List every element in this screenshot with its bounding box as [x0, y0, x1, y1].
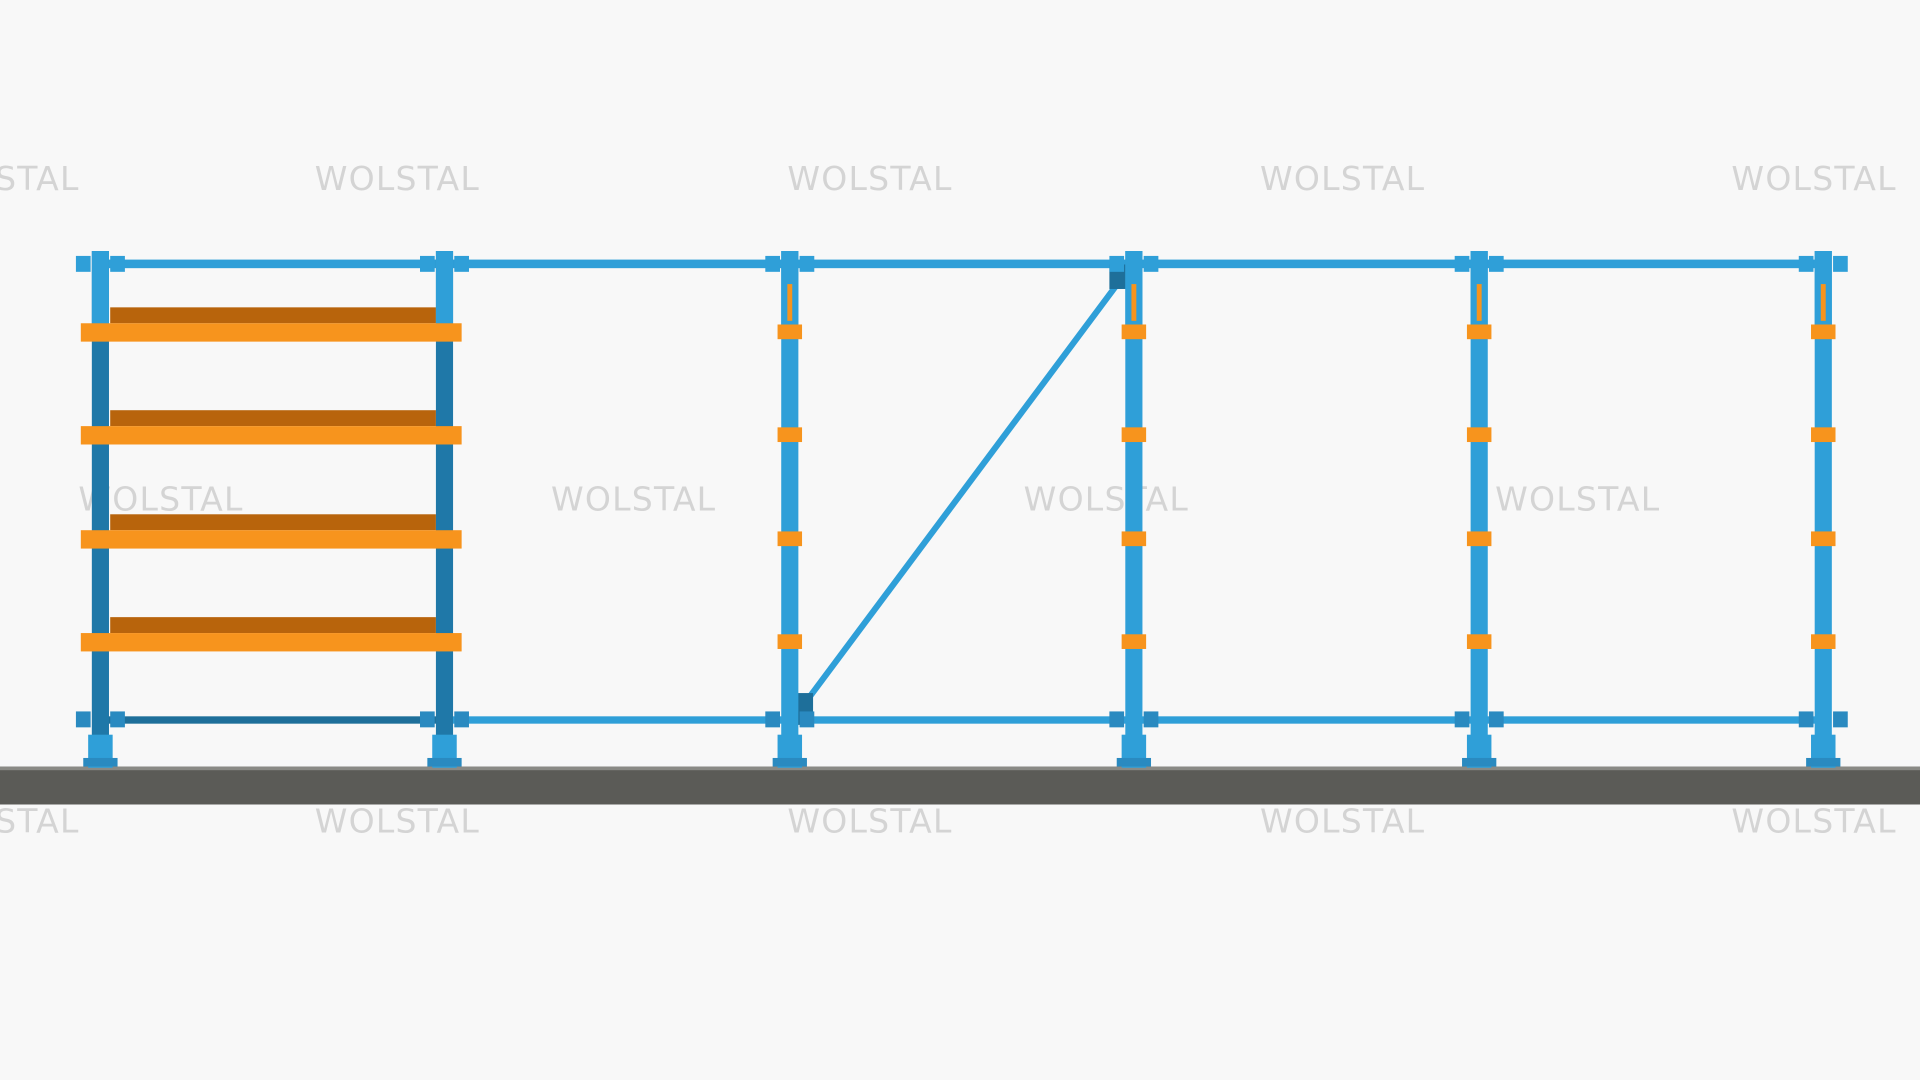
arm-bracket — [1466, 531, 1492, 547]
arm-pin — [1820, 284, 1826, 321]
arm-bracket — [1121, 634, 1147, 649]
watermark-text: WOLSTAL — [0, 802, 80, 841]
bottom-beam-left — [100, 716, 445, 724]
beam-connector — [765, 255, 780, 272]
beam-connector — [1109, 255, 1125, 272]
beam-connector — [1143, 255, 1159, 272]
upright-column — [1125, 251, 1143, 741]
upright-column — [781, 251, 799, 741]
beam-connector — [799, 711, 815, 728]
upright-top — [91, 251, 109, 325]
base-plate — [1462, 757, 1497, 767]
cantilever-arm — [80, 426, 462, 445]
beam-connector — [1833, 255, 1848, 272]
beam-connector — [1488, 711, 1504, 728]
arm-back-lip — [110, 307, 436, 324]
watermark-text: WOLSTAL — [1495, 480, 1660, 519]
arm-pin — [1131, 284, 1137, 321]
arm-back-lip — [110, 514, 436, 531]
beam-connector — [454, 255, 469, 272]
floor-top-edge — [0, 766, 1920, 771]
diagonal-brace — [804, 279, 1122, 703]
beam-connector — [75, 711, 91, 728]
watermark-text: WOLSTAL — [315, 159, 480, 198]
arm-bracket — [1811, 531, 1836, 547]
arm-bracket — [1811, 634, 1836, 649]
beam-connector — [1454, 711, 1470, 728]
beam-connector — [110, 711, 125, 728]
watermark-text: WOLSTAL — [1260, 159, 1425, 198]
top-beam — [100, 259, 1824, 269]
rack — [75, 251, 1848, 768]
arm-pin — [1476, 284, 1482, 321]
upright-column — [435, 251, 454, 741]
watermark-text: WOLSTAL — [1731, 159, 1896, 198]
beam-connector — [420, 711, 435, 728]
arm-bracket — [1121, 531, 1147, 547]
cantilever-arm — [80, 323, 462, 342]
arm-back-lip — [110, 410, 436, 427]
beam-connector — [75, 255, 91, 272]
arm-bracket — [777, 427, 803, 443]
arm-bracket — [1466, 427, 1492, 443]
beam-connector — [1143, 711, 1159, 728]
beam-connector — [1833, 711, 1848, 728]
base-plate — [772, 757, 807, 767]
base-plate — [1806, 757, 1841, 767]
watermarks: WOLSTAL WOLSTAL WOLSTAL WOLSTAL WOLSTAL WOLST… — [0, 159, 1896, 841]
beam-connector — [1488, 255, 1504, 272]
base-plate — [1116, 757, 1152, 767]
arm-bracket — [1811, 427, 1836, 443]
cantilever-arm — [80, 633, 462, 652]
beam-connector — [1109, 711, 1125, 728]
beam-connector — [799, 255, 815, 272]
upright-column — [1814, 251, 1832, 741]
upright-top — [435, 251, 454, 325]
arm-bracket — [1121, 427, 1147, 443]
beam-connector — [765, 711, 780, 728]
watermark-text: WOLSTAL — [787, 802, 952, 841]
beam-connector — [110, 255, 125, 272]
beam-connector — [1454, 255, 1470, 272]
watermark-text: WOLSTAL — [0, 159, 80, 198]
watermark-text: WOLSTAL — [1024, 480, 1189, 519]
arm-bracket — [777, 531, 803, 547]
arm-back-lip — [110, 617, 436, 634]
base-plate — [83, 757, 118, 767]
beam-connector — [420, 255, 435, 272]
beam-connector — [1798, 711, 1814, 728]
arm-bracket — [777, 324, 803, 340]
arm-bracket — [1466, 324, 1492, 340]
base-plate — [427, 757, 462, 767]
watermark-text: WOLSTAL — [787, 159, 952, 198]
arm-bracket — [1121, 324, 1147, 340]
arm-bracket — [1466, 634, 1492, 649]
beam-connector — [454, 711, 469, 728]
arm-bracket — [777, 634, 803, 649]
upright-column — [91, 251, 109, 741]
upright-column — [1470, 251, 1488, 741]
arm-bracket — [1811, 324, 1836, 340]
beam-connector — [1798, 255, 1814, 272]
watermark-text: WOLSTAL — [1731, 802, 1896, 841]
watermark-text: WOLSTAL — [315, 802, 480, 841]
watermark-text: WOLSTAL — [1260, 802, 1425, 841]
floor — [0, 766, 1920, 805]
watermark-text: WOLSTAL — [551, 480, 716, 519]
cantilever-arm — [80, 530, 462, 549]
arm-pin — [787, 284, 793, 321]
